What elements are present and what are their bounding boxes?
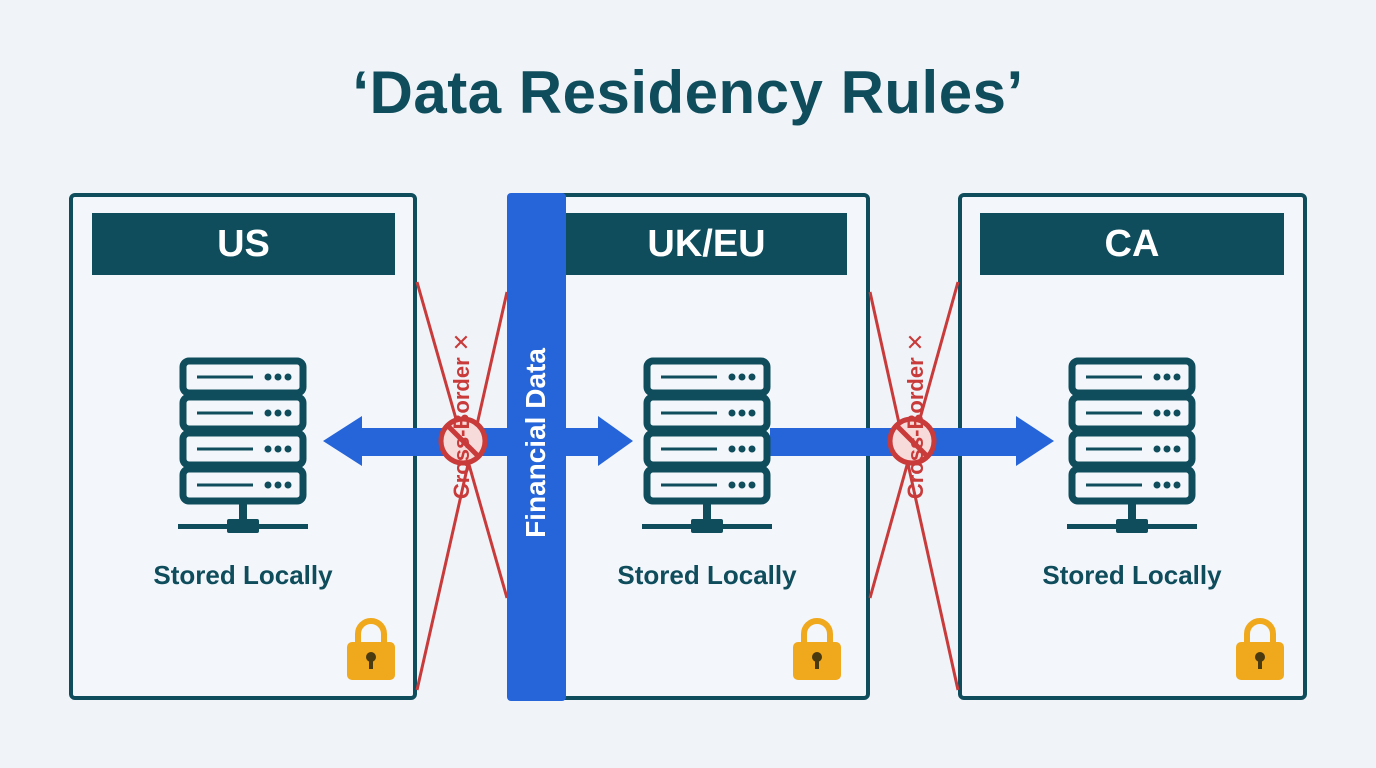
region-ukeu-storage-label: Stored Locally — [617, 560, 797, 590]
cross-border-label-left: Cross-Border ✕ — [449, 332, 474, 500]
financial-data-bar — [507, 193, 566, 701]
cross-border-line-right-b — [868, 291, 960, 691]
lock-icon-ukeu — [793, 618, 841, 680]
region-us-storage-label: Stored Locally — [153, 560, 333, 590]
financial-data-label: Financial Data — [520, 348, 551, 538]
server-icon-us — [178, 357, 308, 533]
lock-icon-us — [347, 618, 395, 680]
server-icon-ca — [1067, 357, 1197, 533]
prohibited-icon-left — [438, 416, 488, 466]
lock-icon-ca — [1236, 618, 1284, 680]
prohibited-icon-right — [887, 416, 937, 466]
region-ca-storage-label: Stored Locally — [1042, 560, 1222, 590]
cross-border-line-left-b — [415, 291, 509, 691]
arrow-right-ukeu-icon — [566, 416, 633, 466]
region-us-header: US — [92, 213, 395, 275]
region-ukeu-header: UK/EU — [566, 213, 847, 275]
server-icon-ukeu — [642, 357, 772, 533]
diagram-title: ‘Data Residency Rules’ — [352, 59, 1024, 126]
cross-border-label-right: Cross-Border ✕ — [903, 332, 928, 500]
region-ca-header: CA — [980, 213, 1284, 275]
